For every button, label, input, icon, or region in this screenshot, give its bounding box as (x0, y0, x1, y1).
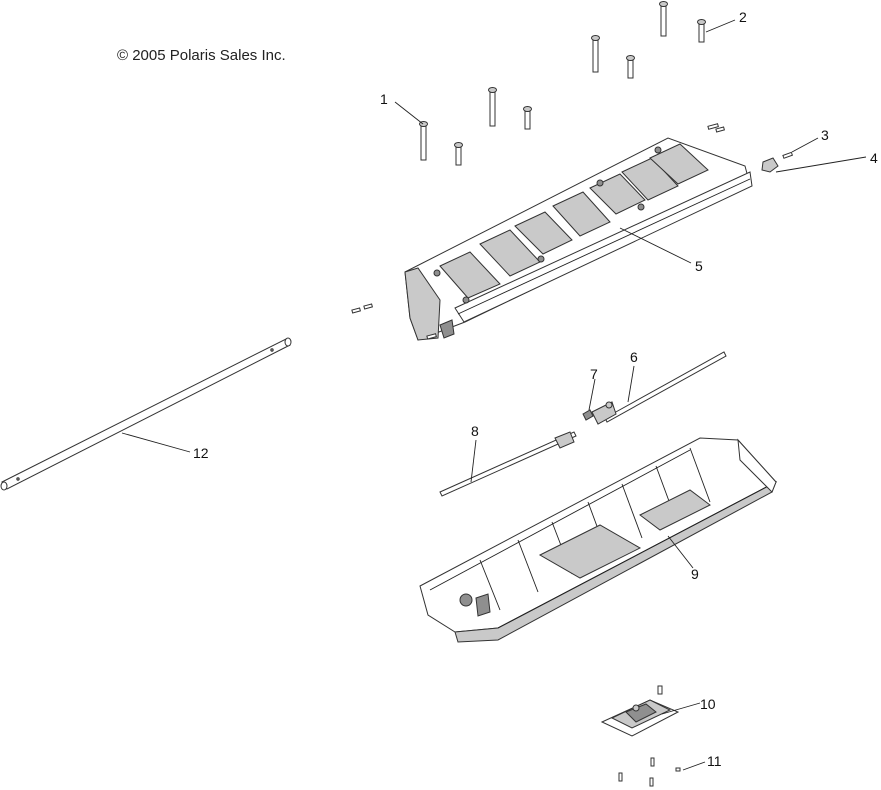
hinge-rod-part-6 (591, 351, 727, 425)
callout-5: 5 (695, 258, 703, 274)
screw-part-2 (659, 1, 668, 37)
screw-part-2d (626, 55, 635, 79)
seat-pads (439, 143, 709, 299)
callout-1: 1 (380, 91, 388, 107)
callout-2: 2 (739, 9, 747, 25)
screw-part-1b (523, 106, 532, 130)
fasteners-part-11 (618, 757, 681, 787)
callout-8: 8 (471, 423, 479, 439)
callout-9: 9 (691, 566, 699, 582)
copyright-notice: © 2005 Polaris Sales Inc. (117, 47, 286, 64)
hinge-rod-part-8 (439, 431, 577, 497)
callout-6: 6 (630, 349, 638, 365)
screw-part-1c (419, 121, 428, 161)
screw-part-1a (488, 87, 497, 127)
screw-part-2c (591, 35, 600, 73)
screw-part-2b (697, 19, 706, 43)
callout-10: 10 (700, 696, 716, 712)
screws-group (419, 1, 794, 173)
callout-11: 11 (707, 753, 722, 769)
callout-3: 3 (821, 127, 829, 143)
screw-part-1d (454, 142, 463, 166)
callout-7: 7 (590, 366, 598, 382)
callout-12: 12 (193, 445, 209, 461)
clip-part-7 (582, 401, 613, 421)
rod-part-12 (0, 337, 292, 491)
callout-labels: 1 2 3 4 5 6 7 8 9 10 11 12 (193, 9, 878, 769)
seat-cover-part-5 (351, 137, 753, 341)
callout-4: 4 (870, 150, 878, 166)
leader-lines (121, 19, 867, 771)
storage-tray-part-9 (419, 437, 777, 643)
latch-part-10 (600, 685, 680, 737)
